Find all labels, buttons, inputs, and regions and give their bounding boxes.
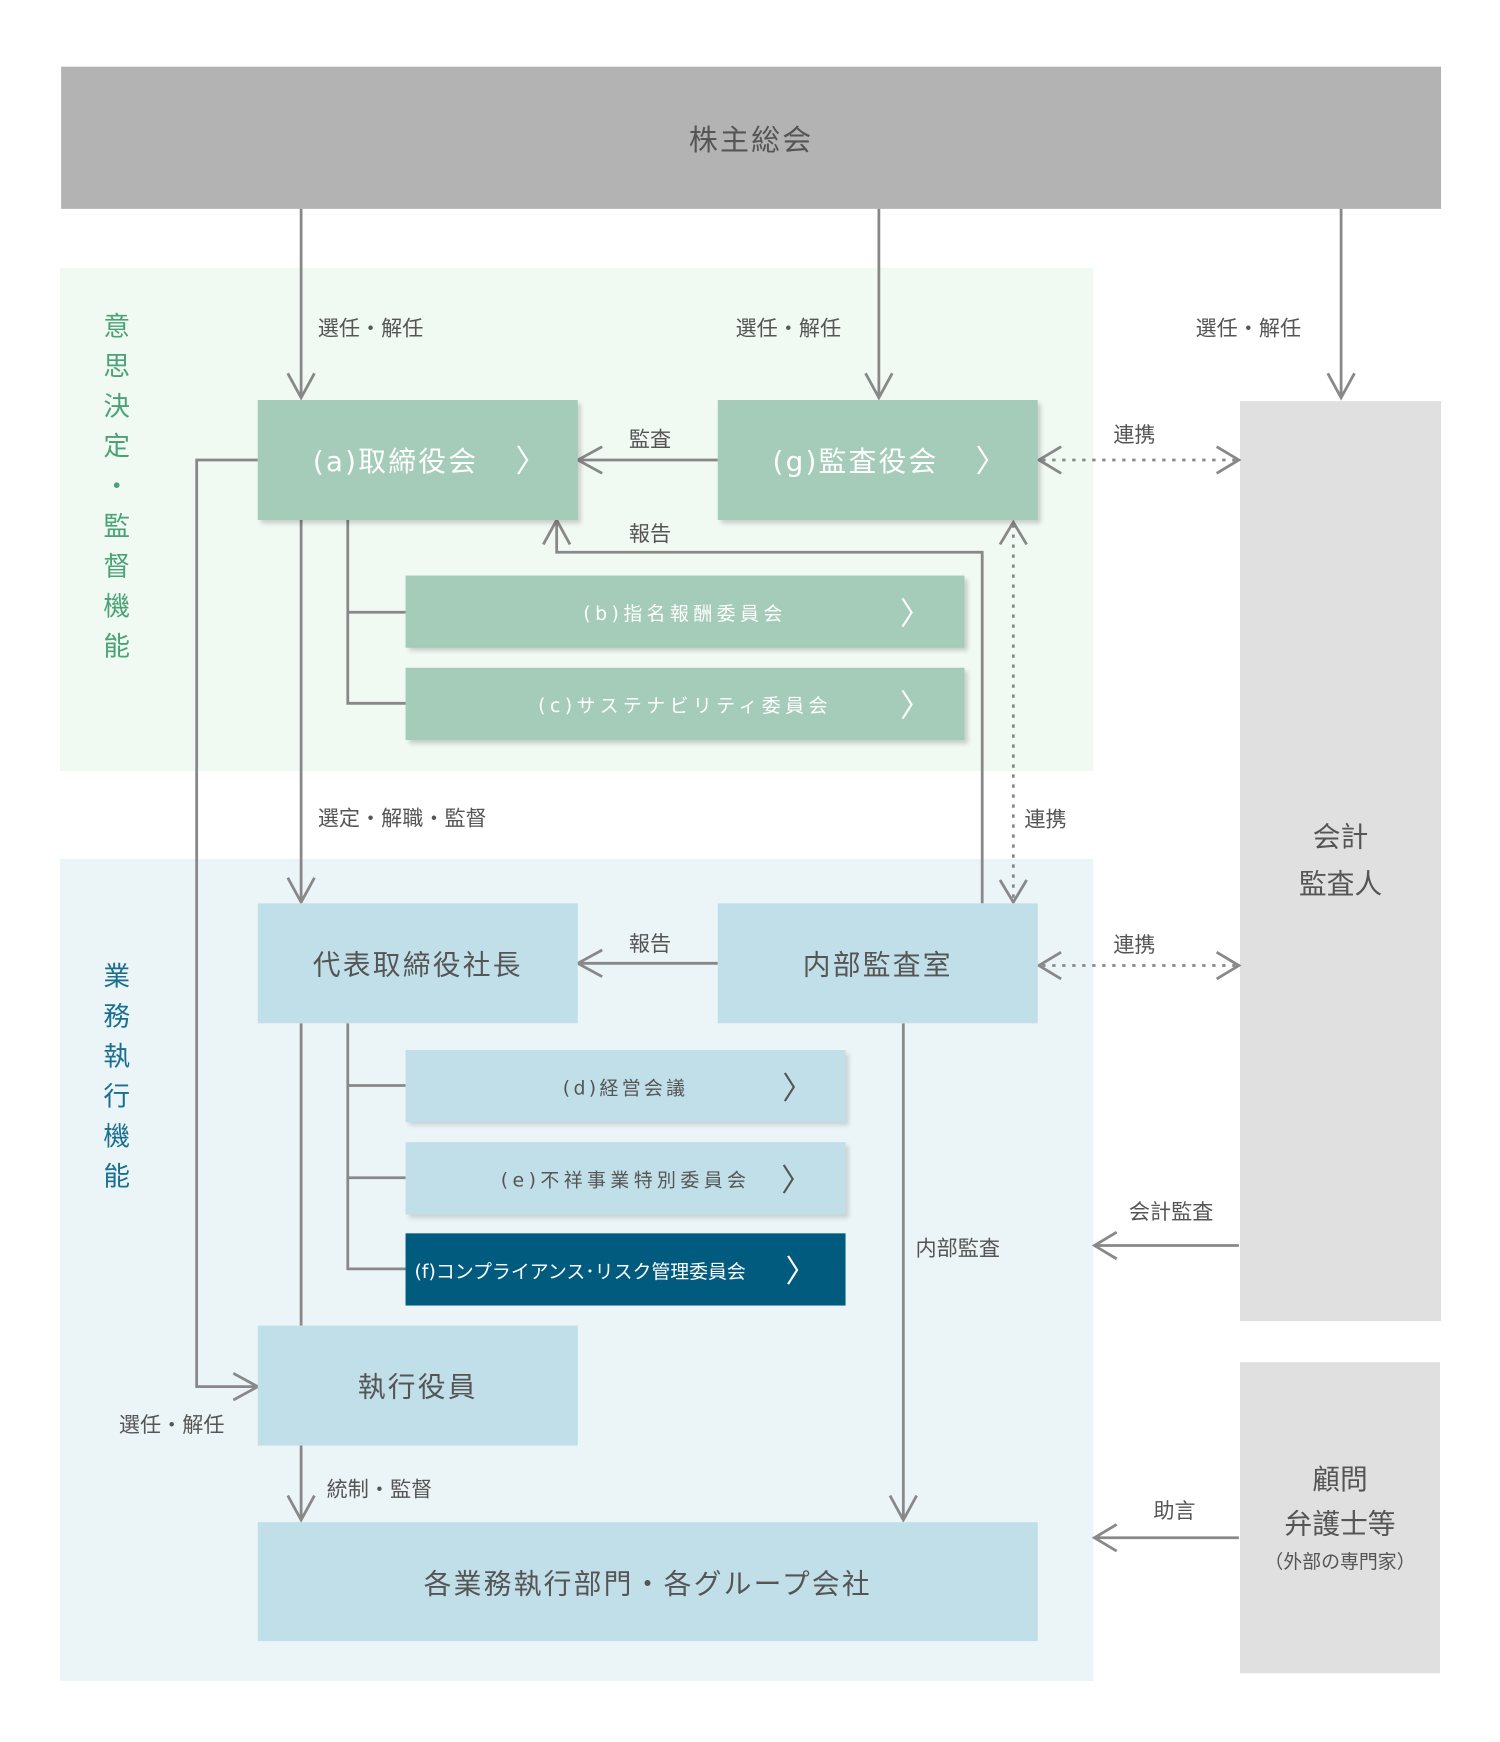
label-report: 報告 bbox=[628, 932, 672, 957]
board-box[interactable]: (a)取締役会〉 bbox=[257, 399, 578, 520]
chevron-right-icon: 〉 bbox=[785, 1252, 817, 1290]
zone-label-char: 監 bbox=[103, 511, 130, 543]
nomination-committee-box[interactable]: (b)指名報酬委員会〉 bbox=[405, 575, 965, 648]
zone-label-char: 機 bbox=[103, 1121, 130, 1153]
chevron-right-icon: 〉 bbox=[899, 687, 936, 724]
officers-box: 執行役員 bbox=[257, 1325, 578, 1446]
advisors-box: 顧問 弁護士等 （外部の専門家） bbox=[1239, 1362, 1440, 1674]
shareholders-box: 株主総会 bbox=[61, 66, 1442, 209]
supervision-label: 意思決定・監督機能 bbox=[100, 307, 133, 667]
label-report: 報告 bbox=[628, 522, 672, 547]
chevron-right-icon: 〉 bbox=[782, 1069, 817, 1107]
chevron-right-icon: 〉 bbox=[899, 594, 936, 632]
zone-label-char: 意 bbox=[103, 311, 130, 343]
zone-label-char: 機 bbox=[103, 591, 130, 623]
dotted-connectors bbox=[1011, 458, 1237, 967]
compliance-committee-box[interactable]: (f)コンプライアンス･リスク管理委員会〉 bbox=[405, 1233, 846, 1306]
zone-label-char: 務 bbox=[103, 1001, 130, 1033]
zone-label-char: 督 bbox=[103, 551, 130, 583]
internal-audit-box: 内部監査室 bbox=[717, 903, 1038, 1024]
audit-board-box[interactable]: (g)監査役会〉 bbox=[717, 399, 1038, 520]
chevron-right-icon: 〉 bbox=[781, 1161, 817, 1199]
chevron-right-icon: 〉 bbox=[515, 443, 549, 480]
zone-label-char: 決 bbox=[103, 391, 130, 423]
zone-label-char: ・ bbox=[103, 471, 130, 503]
accounting-auditor-box: 会計 監査人 bbox=[1239, 401, 1442, 1322]
label-advice: 助言 bbox=[1153, 1498, 1196, 1524]
label-elect: 選任・解任 bbox=[1195, 316, 1302, 342]
label-elect: 選任・解任 bbox=[317, 316, 424, 342]
zone-label-char: 能 bbox=[103, 1161, 130, 1193]
chevron-right-icon: 〉 bbox=[975, 443, 1009, 480]
president-box: 代表取締役社長 bbox=[257, 903, 578, 1024]
label-link: 連携 bbox=[1113, 933, 1156, 958]
management-meeting-box[interactable]: (d)経営会議〉 bbox=[405, 1049, 846, 1123]
execution-label: 業務執行機能 bbox=[100, 957, 133, 1197]
divisions-box: 各業務執行部門・各グループ会社 bbox=[257, 1522, 1038, 1642]
label-control: 統制・監督 bbox=[326, 1477, 433, 1503]
label-link: 連携 bbox=[1113, 423, 1156, 448]
sustainability-committee-box[interactable]: (c)サステナビリティ委員会〉 bbox=[405, 667, 965, 740]
zone-label-char: 能 bbox=[103, 631, 130, 663]
label-elect: 選任・解任 bbox=[118, 1413, 225, 1438]
label-accounting-audit: 会計監査 bbox=[1128, 1199, 1214, 1225]
zone-label-char: 行 bbox=[103, 1081, 130, 1113]
zone-label-char: 思 bbox=[103, 351, 130, 383]
label-link: 連携 bbox=[1024, 807, 1067, 833]
special-committee-box[interactable]: (e)不祥事業特別委員会〉 bbox=[405, 1142, 846, 1215]
label-appoint: 選定・解職・監督 bbox=[317, 806, 487, 832]
zone-label-char: 定 bbox=[103, 431, 130, 463]
label-elect: 選任・解任 bbox=[735, 316, 842, 342]
zone-label-char: 業 bbox=[103, 961, 130, 993]
label-audit: 監査 bbox=[628, 427, 672, 453]
dotted-arrowheads bbox=[998, 445, 1242, 981]
zone-label-char: 執 bbox=[103, 1041, 130, 1073]
label-internal-audit: 内部監査 bbox=[915, 1236, 1001, 1262]
